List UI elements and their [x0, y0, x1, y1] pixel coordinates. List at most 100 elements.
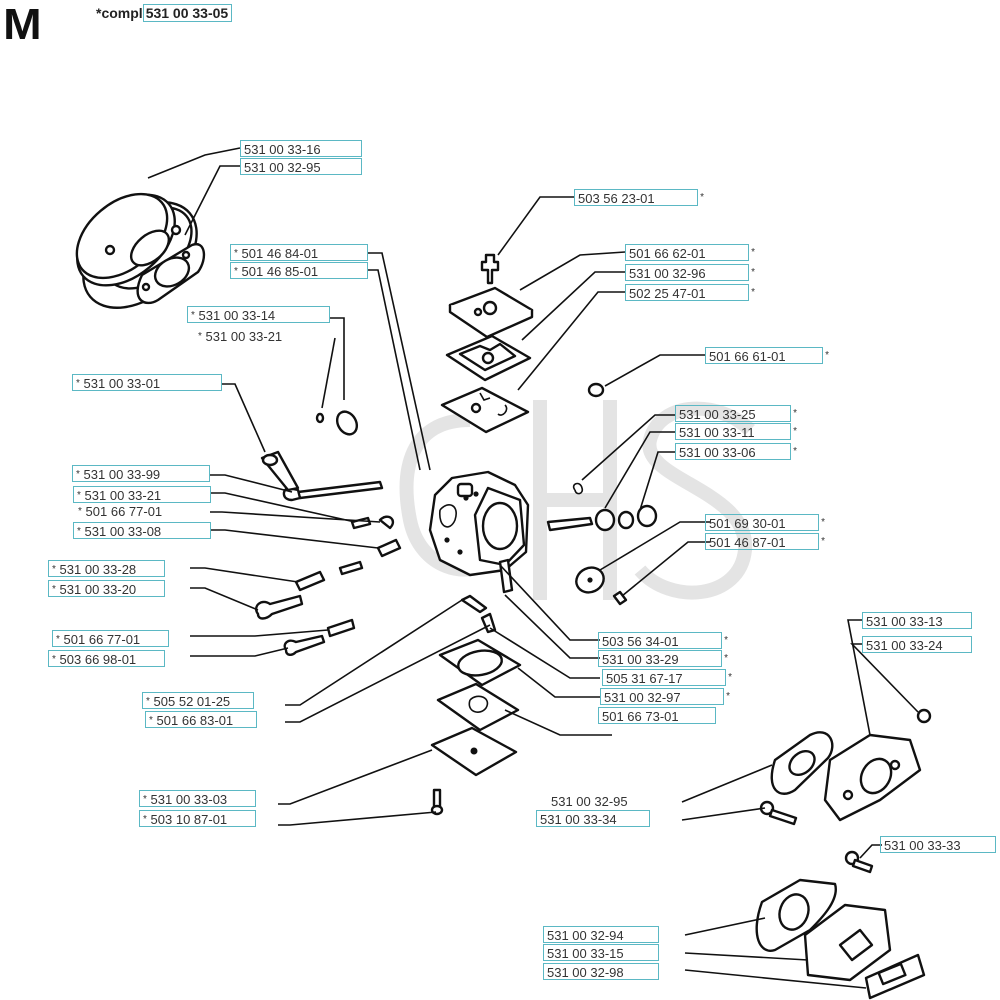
- part-number-text: 531 00 33-33: [884, 838, 961, 853]
- part-number-label[interactable]: 501 66 62-01*: [625, 244, 755, 261]
- part-number-text: 502 25 47-01: [629, 286, 706, 301]
- adapter-screw-part: [759, 800, 798, 826]
- part-number-label[interactable]: * 531 00 33-08: [73, 522, 211, 539]
- part-number-text: 531 00 33-01: [83, 376, 161, 391]
- part-number-label[interactable]: 531 00 32-95: [548, 793, 662, 810]
- pump-gasket-part: [440, 386, 530, 434]
- asterisk-marker: *: [234, 248, 238, 259]
- part-number-text: 531 00 33-11: [679, 425, 755, 440]
- part-number-label[interactable]: 503 56 23-01*: [574, 189, 704, 206]
- part-number-label[interactable]: 531 00 33-15: [543, 944, 659, 961]
- part-number-text: 531 00 32-97: [604, 690, 681, 705]
- part-number-label[interactable]: 505 31 67-17*: [602, 669, 732, 686]
- part-number-label[interactable]: 531 00 33-24: [862, 636, 972, 653]
- part-number-text: 501 66 73-01: [602, 709, 679, 724]
- asterisk-marker: *: [78, 506, 82, 517]
- asterisk-marker: *: [793, 446, 797, 457]
- complete-assembly-part-number[interactable]: 531 00 33-05: [142, 4, 233, 22]
- part-number-text: 531 00 33-21: [84, 488, 162, 503]
- asterisk-marker: *: [728, 672, 732, 683]
- part-number-label[interactable]: 531 00 33-29 *: [598, 650, 728, 667]
- asterisk-marker: *: [700, 192, 704, 203]
- part-number-text: 531 00 32-95: [244, 160, 321, 175]
- part-number-label[interactable]: * 531 00 33-99: [72, 465, 210, 482]
- part-number-text: 531 00 33-25: [679, 407, 756, 422]
- part-number-label[interactable]: * 501 66 77-01: [52, 630, 169, 647]
- flange-gasket-part: [864, 953, 926, 1000]
- part-number-text: 531 00 33-99: [83, 467, 161, 482]
- asterisk-marker: *: [751, 267, 755, 278]
- asterisk-marker: *: [724, 635, 728, 646]
- part-number-text: 531 00 33-28: [59, 562, 137, 577]
- part-number-label[interactable]: 502 25 47-01*: [625, 284, 755, 301]
- part-number-label[interactable]: 531 00 32-94: [543, 926, 659, 943]
- part-number-text: 503 66 98-01: [59, 652, 137, 667]
- part-number-text: 505 52 01-25: [153, 694, 231, 709]
- metering-cover-part: [430, 726, 518, 777]
- part-number-label[interactable]: * 501 66 83-01: [145, 711, 257, 728]
- part-number-label[interactable]: 531 00 33-11*: [675, 423, 797, 440]
- asterisk-marker: *: [52, 654, 56, 665]
- adapter-gasket-part: [770, 731, 834, 795]
- part-number-label[interactable]: * 531 00 33-14: [187, 306, 330, 323]
- part-number-label[interactable]: 501 66 73-01: [598, 707, 716, 724]
- part-number-label[interactable]: * 501 46 85-01: [230, 262, 368, 279]
- pump-cover-part: [448, 286, 534, 339]
- asterisk-marker: *: [751, 247, 755, 258]
- asterisk-marker: *: [726, 691, 730, 702]
- part-number-label[interactable]: * 503 10 87-01: [139, 810, 256, 827]
- part-number-label[interactable]: 501 69 30-01*: [705, 514, 825, 531]
- pump-diaphragm-part: [445, 334, 532, 382]
- part-number-label[interactable]: 531 00 33-25 *: [675, 405, 797, 422]
- nozzle-shaft-part: [546, 504, 658, 532]
- part-number-text: 531 00 33-16: [244, 142, 321, 157]
- part-number-label[interactable]: 531 00 32-96*: [625, 264, 755, 281]
- part-number-label[interactable]: 503 56 34-01 *: [598, 632, 728, 649]
- part-number-text: 501 66 77-01: [63, 632, 141, 647]
- spacer-screw-part: [844, 850, 874, 874]
- part-number-label[interactable]: * 503 66 98-01: [48, 650, 165, 667]
- part-number-label[interactable]: * 531 00 33-01: [72, 374, 222, 391]
- part-number-text: 531 00 33-29: [602, 652, 679, 667]
- part-number-text: 531 00 33-24: [866, 638, 943, 653]
- part-number-text: 503 10 87-01: [150, 812, 228, 827]
- asterisk-marker: *: [724, 653, 728, 664]
- asterisk-marker: *: [793, 408, 797, 419]
- part-number-label[interactable]: 501 66 61-01*: [705, 347, 829, 364]
- part-number-label[interactable]: 531 00 32-98: [543, 963, 659, 980]
- part-number-text: 531 00 33-21: [205, 329, 283, 344]
- asterisk-marker: *: [143, 794, 147, 805]
- leader-lines: [147, 147, 919, 989]
- asterisk-marker: *: [149, 715, 153, 726]
- part-number-label[interactable]: 531 00 32-95: [240, 158, 362, 175]
- throttle-valve-part: [315, 410, 359, 436]
- part-number-text: 531 00 33-15: [547, 946, 624, 961]
- adjuster-springs: [294, 538, 402, 638]
- part-number-label[interactable]: * 531 00 33-21: [195, 328, 335, 345]
- part-number-label[interactable]: * 531 00 33-20: [48, 580, 165, 597]
- part-number-label[interactable]: * 501 46 84-01: [230, 244, 368, 261]
- part-number-label[interactable]: 531 00 33-06*: [675, 443, 797, 460]
- asterisk-marker: *: [191, 310, 195, 321]
- carburetor-body-part: [428, 470, 530, 577]
- part-number-label[interactable]: 501 46 87-01*: [705, 533, 825, 550]
- part-number-label[interactable]: * 531 00 33-21: [73, 486, 211, 503]
- metering-diaphragm-part: [436, 682, 520, 732]
- asterisk-marker: *: [821, 536, 825, 547]
- cover-screw-part: [430, 788, 444, 816]
- part-number-text: 501 66 61-01: [709, 349, 786, 364]
- part-number-label[interactable]: 531 00 33-34: [536, 810, 650, 827]
- part-number-label[interactable]: 531 00 33-33: [880, 836, 996, 853]
- part-number-label[interactable]: * 531 00 33-03: [139, 790, 256, 807]
- part-number-label[interactable]: 531 00 33-13: [862, 612, 972, 629]
- part-number-text: 531 00 33-03: [150, 792, 228, 807]
- part-number-label[interactable]: 531 00 33-16: [240, 140, 362, 157]
- spacer-gasket-part: [755, 878, 837, 952]
- part-number-label[interactable]: * 501 66 77-01: [75, 503, 213, 520]
- part-number-text: 503 56 34-01: [602, 634, 679, 649]
- part-number-text: 501 46 84-01: [241, 246, 319, 261]
- part-number-label[interactable]: * 531 00 33-28: [48, 560, 165, 577]
- part-number-label[interactable]: * 505 52 01-25: [142, 692, 254, 709]
- part-number-text: 531 00 33-08: [84, 524, 162, 539]
- part-number-label[interactable]: 531 00 32-97 *: [600, 688, 730, 705]
